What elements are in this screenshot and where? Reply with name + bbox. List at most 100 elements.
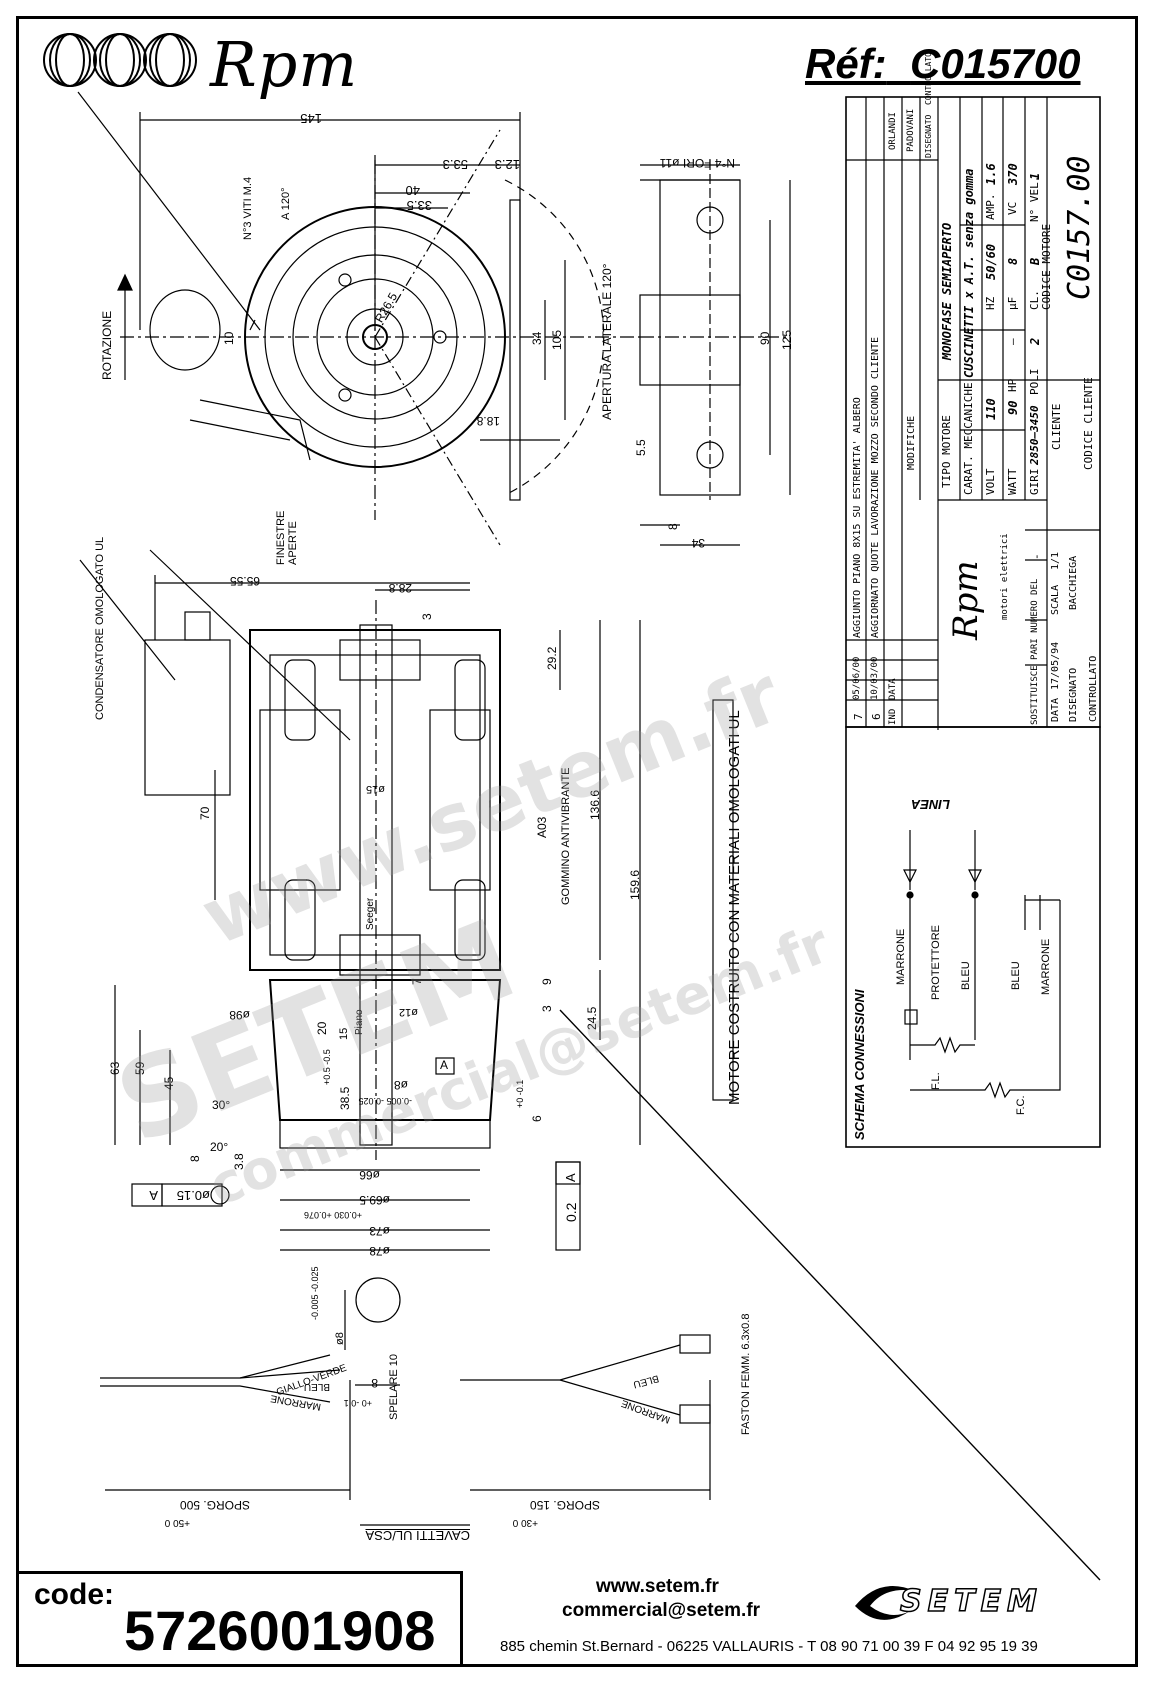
- tb-rev6-ind: 6: [870, 713, 883, 720]
- dim-3-top: 3: [420, 613, 434, 620]
- tb-watt-label: WATT: [1006, 468, 1019, 496]
- code-label: code:: [34, 1578, 115, 1611]
- product-code: 5726001908: [124, 1599, 436, 1662]
- schema-marrone: MARRONE: [895, 928, 907, 985]
- tb-uf: 8: [1006, 257, 1020, 265]
- tb-carat: CUSCINETTI x A.T. senza gomma: [962, 168, 976, 378]
- dim-65-55: 65.55: [229, 574, 260, 588]
- drawing-frame: [16, 16, 1138, 1667]
- tb-col-ind: IND: [888, 708, 898, 725]
- bracket-dim-125: 125: [780, 329, 794, 350]
- tol-150: +30 0: [512, 1517, 538, 1528]
- tb-uf-label: µF: [1006, 296, 1019, 310]
- dim-40: 40: [405, 183, 420, 198]
- perpendicularity-value: 0.2: [563, 1202, 579, 1222]
- tb-codice-motore: C0157.00: [1062, 155, 1097, 301]
- bracket-dim-8: 8: [666, 523, 680, 530]
- dim-33-5: 33.5: [406, 198, 432, 213]
- tb-tipo-label: TIPO MOTORE: [940, 415, 953, 488]
- dim-28-8: 28.8: [388, 581, 412, 595]
- tb-col-controllato: CONTROLLATO: [924, 52, 933, 105]
- tb-scala: 1/1: [1050, 551, 1061, 570]
- brand-name: Rpm: [210, 28, 359, 101]
- tb-rev6-date: 10/03/00: [870, 656, 880, 700]
- lateral-opening: APERTURA LATERALE 120°: [600, 263, 614, 420]
- dim-15-shaft: ø15: [366, 783, 385, 795]
- tb-rev7-text: AGGIUNTO PIANO 8X15 SU ESTREMITA' ALBERO: [852, 397, 863, 638]
- faston-label: FASTON FEMM. 6.3x0.8: [740, 1313, 752, 1435]
- dim-73: ø73: [369, 1224, 390, 1238]
- screws-angle: A 120°: [280, 187, 292, 220]
- tb-col-disegnato: DISEGNATO: [924, 114, 933, 158]
- tb-nvel: 1: [1028, 172, 1042, 180]
- dim-3-bottom: 3: [540, 1005, 554, 1012]
- tb-volt-label: VOLT: [984, 468, 997, 496]
- concentricity-value: ø0.15: [176, 1188, 210, 1203]
- setem-logo: SETEM: [899, 1583, 1043, 1620]
- ref-label: Réf:: [805, 40, 887, 87]
- tb-volt: 110: [984, 398, 998, 420]
- dim-145: 145: [300, 111, 322, 126]
- dim-53-3: 53.3: [442, 157, 468, 172]
- datum-a: A: [440, 1058, 449, 1072]
- website-link[interactable]: www.setem.fr: [596, 1576, 719, 1597]
- schema-fl: F.L.: [930, 1072, 942, 1090]
- tb-codice-motore-label: CODICE MOTORE: [1040, 223, 1053, 310]
- angle-30: 30°: [212, 1098, 231, 1112]
- tb-rev7-date: 05/06/00: [852, 656, 862, 700]
- tb-hz-label: HZ: [984, 296, 997, 310]
- email-link[interactable]: commercial@setem.fr: [562, 1600, 761, 1621]
- schema-linea: LINEA: [911, 797, 950, 812]
- dim-34: 34: [530, 331, 544, 345]
- perpendicularity-ref: A: [563, 1173, 578, 1182]
- dim-70: 70: [198, 806, 212, 820]
- dim-159-6: 159.6: [628, 869, 642, 900]
- screws-label: N°3 VITI M.4: [242, 176, 254, 240]
- tb-vc: 370: [1006, 163, 1020, 185]
- address: 885 chemin St.Bernard - 06225 VALLAURIS …: [500, 1638, 1038, 1655]
- tb-company: Rpm: [946, 560, 986, 640]
- tb-amp-label: AMP.: [984, 193, 997, 221]
- ref-value: C015700: [910, 40, 1081, 87]
- setem-swoosh-icon: [850, 1576, 920, 1631]
- tb-codice-cliente-label: CODICE CLIENTE: [1082, 377, 1095, 470]
- tol-flat: +0 -0.1: [343, 1398, 372, 1408]
- tb-disegnato: BACCHIEGA: [1068, 555, 1079, 610]
- schema-bleu: BLEU: [960, 961, 972, 990]
- dim-18-8: 18.8: [476, 414, 500, 428]
- schema-marrone2: MARRONE: [1040, 938, 1052, 995]
- dim-9: 9: [540, 978, 554, 985]
- schema-bleu2: BLEU: [1010, 961, 1022, 990]
- tb-data-label: DATA: [1050, 697, 1061, 722]
- tol-500: +50 0: [164, 1517, 190, 1528]
- tb-controllato-label: CONTROLLATO: [1088, 655, 1099, 722]
- tb-poli-label: POLI: [1028, 368, 1041, 396]
- concentricity-ref: A: [149, 1188, 158, 1203]
- tb-rev6-sign: PADOVANI: [906, 108, 916, 152]
- windows-label: FINESTRE APERTE: [275, 510, 299, 565]
- tb-poli: 2: [1028, 337, 1042, 345]
- schema-fc: F.C.: [1015, 1095, 1027, 1115]
- dim-69-5: ø69.5: [359, 1193, 390, 1207]
- tb-hp-label: HP: [1006, 378, 1019, 392]
- code-box: [16, 1571, 463, 1667]
- tb-giri-label: GIRI: [1028, 468, 1041, 496]
- dim-66: ø66: [359, 1168, 380, 1182]
- bracket-dim-5-5: 5.5: [634, 439, 648, 456]
- dim-78: ø78: [369, 1244, 390, 1258]
- tb-sost: -: [1030, 553, 1043, 560]
- shaft-detail-tol: -0.005 -0.025: [310, 1266, 320, 1320]
- tb-col-modifiche: MODIFICHE: [906, 415, 917, 470]
- tb-company-sub: motori elettrici: [1000, 533, 1010, 620]
- tb-watt: 90: [1006, 400, 1020, 415]
- dim-29-2: 29.2: [545, 646, 559, 670]
- dim-105: 105: [550, 329, 564, 350]
- capacitor-label: CONDENSATORE OMOLOGATO UL: [94, 536, 106, 720]
- dim-10: 10: [222, 331, 236, 345]
- dim-12-3: 12.3: [494, 157, 520, 172]
- sporg-500: SPORG. 500: [179, 1498, 250, 1512]
- tb-col-data: DATA: [888, 678, 898, 700]
- sporg-150: SPORG. 150: [529, 1498, 600, 1512]
- tb-cliente-label: CLIENTE: [1050, 403, 1063, 450]
